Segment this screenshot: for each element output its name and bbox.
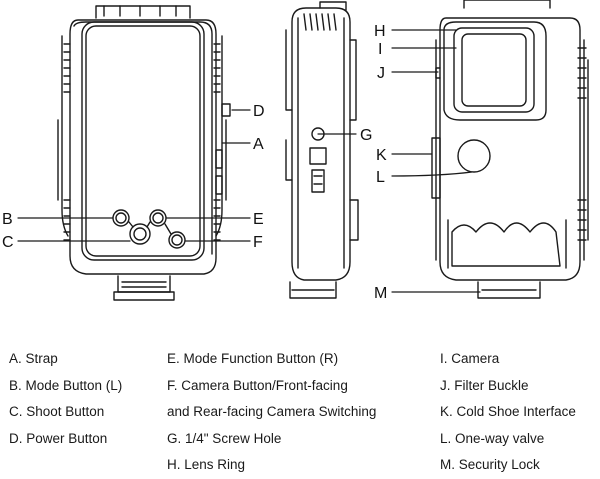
legend-item-h: H. Lens Ring	[167, 457, 246, 472]
legend-item-a: A. Strap	[9, 351, 58, 366]
front-view	[57, 5, 231, 301]
leader-lines	[17, 29, 481, 293]
legend-column-3: I. Camera J. Filter Buckle K. Cold Shoe …	[440, 346, 576, 479]
side-view	[285, 1, 359, 299]
back-view	[431, 0, 589, 299]
legend-item-f-continued: and Rear-facing Camera Switching	[167, 404, 377, 419]
callout-labels: D A B C E F G H I J K L M	[2, 23, 387, 302]
legend-item-m: M. Security Lock	[440, 457, 540, 472]
callout-e: E	[253, 211, 264, 228]
legend-item-l: L. One-way valve	[440, 430, 545, 446]
legend-column-2: E. Mode Function Button (R) F. Camera Bu…	[167, 346, 376, 479]
callout-g: G	[360, 127, 372, 144]
callout-l: L	[376, 169, 385, 186]
legend-item-j: J. Filter Buckle	[440, 377, 529, 393]
callout-f: F	[253, 234, 263, 251]
legend-item-e: E. Mode Function Button (R)	[167, 351, 339, 366]
callout-a: A	[253, 136, 264, 153]
legend-column-1: A. Strap B. Mode Button (L) C. Shoot But…	[9, 346, 122, 452]
legend-item-k: K. Cold Shoe Interface	[440, 404, 576, 419]
callout-i: I	[378, 41, 382, 58]
callout-h: H	[374, 23, 386, 40]
legend-item-g: G. 1/4" Screw Hole	[167, 430, 282, 446]
callout-k: K	[376, 147, 387, 164]
legend-item-d: D. Power Button	[9, 430, 108, 446]
legend-item-f: F. Camera Button/Front-facing	[167, 377, 348, 393]
legend-item-i: I. Camera	[440, 351, 500, 366]
legend-item-c: C. Shoot Button	[9, 404, 105, 419]
legend-item-b: B. Mode Button (L)	[9, 377, 123, 393]
callout-b: B	[2, 211, 13, 228]
callout-d: D	[253, 103, 265, 120]
callout-m: M	[374, 285, 387, 302]
product-diagram: D A B C E F G H I J K L M	[2, 0, 589, 302]
callout-j: J	[377, 65, 385, 82]
callout-c: C	[2, 234, 14, 251]
